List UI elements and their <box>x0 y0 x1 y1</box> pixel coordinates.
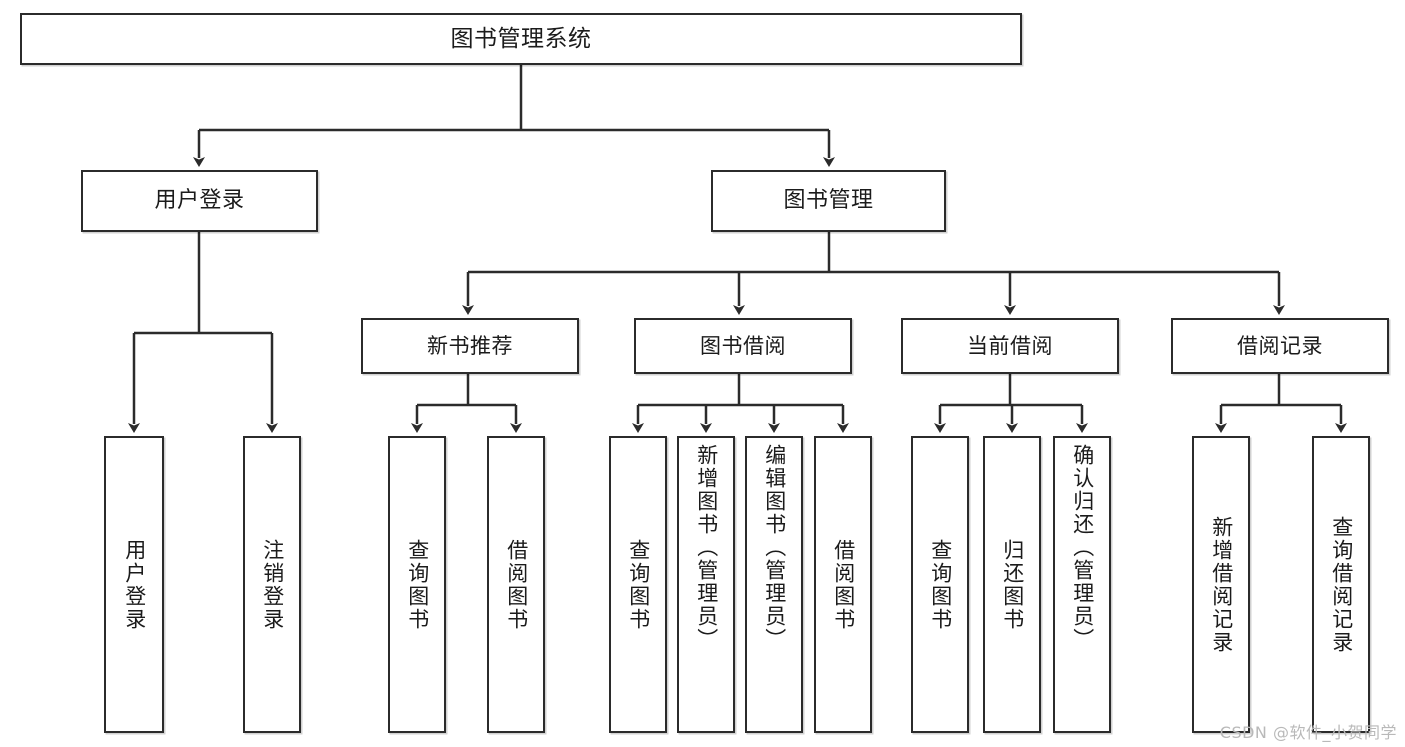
watermark: CSDN @软件_小贺同学 <box>1219 723 1397 742</box>
node-new-book-recommend-label: 新书推荐 <box>427 333 513 358</box>
leaf-confirm-return[interactable]: 确认归还（管理员） <box>1053 436 1111 733</box>
leaf-borrow-book-label: 借阅图书 <box>831 538 856 631</box>
node-book-borrow-label: 图书借阅 <box>700 333 786 358</box>
leaf-user-login-label: 用户登录 <box>122 538 147 631</box>
node-book-manage-label: 图书管理 <box>783 188 874 213</box>
node-user-login[interactable]: 用户登录 <box>81 170 318 232</box>
leaf-query-borrow-record[interactable]: 查询借阅记录 <box>1312 436 1370 733</box>
node-root-label: 图书管理系统 <box>450 25 592 52</box>
edges-borrowrecord-to-leaves <box>1215 374 1347 433</box>
node-current-borrow-label: 当前借阅 <box>967 333 1053 358</box>
edges-currentborrow-to-leaves <box>934 374 1088 433</box>
leaf-borrow-book-recommend-label: 借阅图书 <box>504 538 529 631</box>
leaf-user-login[interactable]: 用户登录 <box>104 436 164 733</box>
leaf-borrow-book-recommend[interactable]: 借阅图书 <box>487 436 545 733</box>
leaf-query-book-recommend-label: 查询图书 <box>405 538 430 631</box>
edges-root-to-level1 <box>193 65 835 167</box>
leaf-query-borrow-record-label: 查询借阅记录 <box>1329 515 1354 654</box>
leaf-add-borrow-record[interactable]: 新增借阅记录 <box>1192 436 1250 733</box>
leaf-add-book-label: 新增图书（管理员） <box>694 444 719 651</box>
leaf-query-book-recommend[interactable]: 查询图书 <box>388 436 446 733</box>
edges-bookmanage-to-level2 <box>462 232 1285 315</box>
node-user-login-label: 用户登录 <box>154 188 245 213</box>
leaf-query-book-borrow[interactable]: 查询图书 <box>609 436 667 733</box>
node-root[interactable]: 图书管理系统 <box>20 13 1022 65</box>
leaf-query-book-current-label: 查询图书 <box>928 538 953 631</box>
leaf-return-book[interactable]: 归还图书 <box>983 436 1041 733</box>
leaf-borrow-book[interactable]: 借阅图书 <box>814 436 872 733</box>
edges-newbook-to-leaves <box>411 374 522 433</box>
edges-userlogin-to-leaves <box>128 232 278 433</box>
leaf-query-book-current[interactable]: 查询图书 <box>911 436 969 733</box>
leaf-query-book-borrow-label: 查询图书 <box>626 538 651 631</box>
node-current-borrow[interactable]: 当前借阅 <box>901 318 1119 374</box>
leaf-edit-book-label: 编辑图书（管理员） <box>762 444 787 651</box>
node-borrow-record[interactable]: 借阅记录 <box>1171 318 1389 374</box>
leaf-user-logout[interactable]: 注销登录 <box>243 436 301 733</box>
leaf-edit-book[interactable]: 编辑图书（管理员） <box>745 436 803 733</box>
leaf-add-book[interactable]: 新增图书（管理员） <box>677 436 735 733</box>
node-borrow-record-label: 借阅记录 <box>1237 333 1323 358</box>
leaf-user-logout-label: 注销登录 <box>260 538 285 631</box>
leaf-add-borrow-record-label: 新增借阅记录 <box>1209 515 1234 654</box>
leaf-return-book-label: 归还图书 <box>1000 538 1025 631</box>
edges-bookborrow-to-leaves <box>632 374 849 433</box>
node-book-manage[interactable]: 图书管理 <box>711 170 946 232</box>
leaf-confirm-return-label: 确认归还（管理员） <box>1070 444 1095 651</box>
node-new-book-recommend[interactable]: 新书推荐 <box>361 318 579 374</box>
node-book-borrow[interactable]: 图书借阅 <box>634 318 852 374</box>
